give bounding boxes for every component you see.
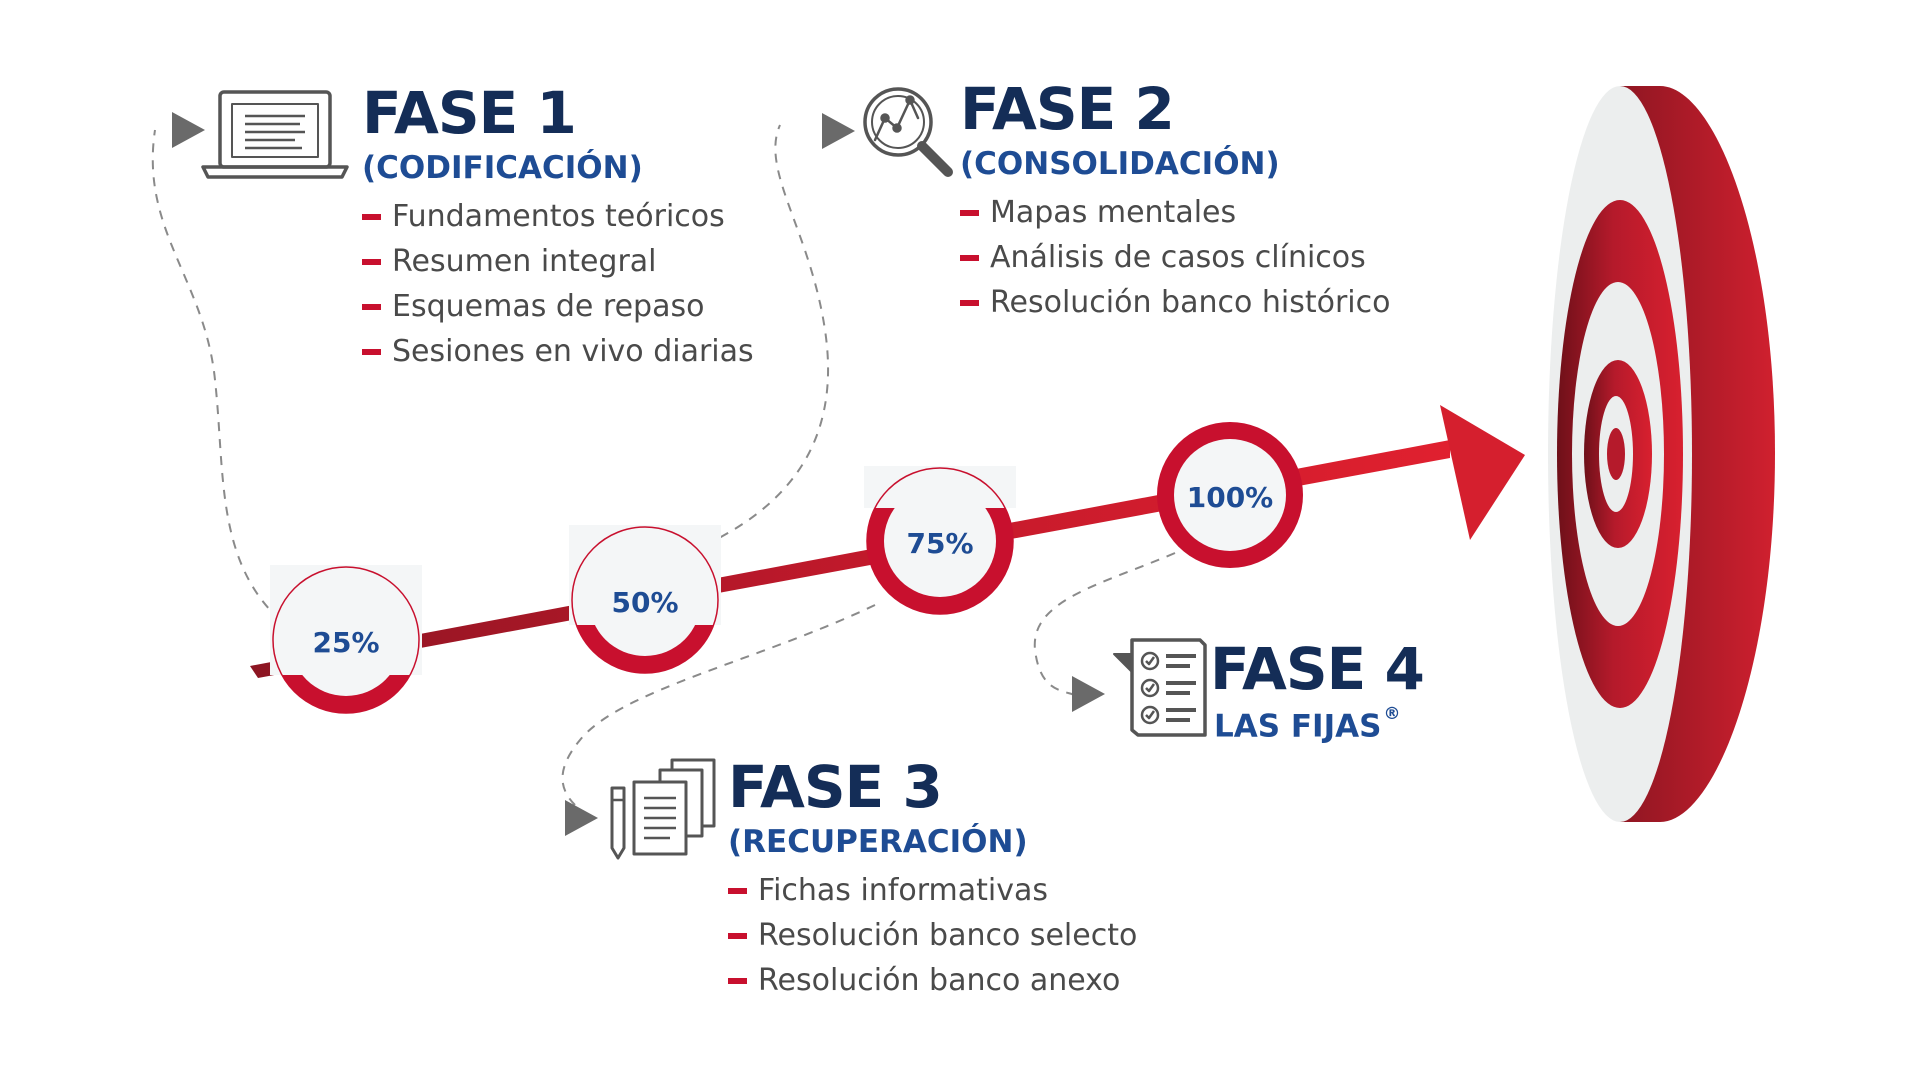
connector-phase1 [151, 129, 281, 621]
phase2-items: Mapas mentales Análisis de casos clínico… [960, 190, 1390, 325]
arrowhead-phase2-icon [822, 113, 855, 149]
dash-bullet [362, 349, 381, 355]
arrowhead-phase3-icon [565, 800, 598, 836]
phase4-block: FASE 4 LAS FIJAS® [1210, 635, 1425, 746]
list-item: Esquemas de repaso [362, 284, 754, 329]
list-item: Sesiones en vivo diarias [362, 329, 754, 374]
list-item: Resumen integral [362, 239, 754, 284]
milestone-75: 75% [864, 466, 1016, 615]
list-item: Resolución banco selecto [728, 913, 1137, 958]
magnifier-chart-icon [863, 87, 953, 177]
phase1-subtitle: (CODIFICACIÓN) [362, 150, 643, 186]
dash-bullet [362, 304, 381, 310]
phase3-title: FASE 3 [728, 753, 943, 821]
progress-arrow-head-icon [1440, 405, 1525, 540]
connector-phase3 [561, 604, 876, 806]
arrowhead-phase4-icon [1072, 676, 1105, 712]
milestone-50: 50% [569, 525, 721, 674]
phase2-title: FASE 2 [960, 75, 1175, 143]
target-icon [1548, 86, 1775, 822]
connector-arrowheads [172, 112, 1105, 836]
milestone-75-label: 75% [906, 527, 973, 560]
list-item: Fundamentos teóricos [362, 194, 754, 239]
connectors [151, 124, 1176, 806]
dash-bullet [960, 300, 979, 306]
dash-bullet [728, 978, 747, 984]
list-item: Análisis de casos clínicos [960, 235, 1390, 280]
phase3-items: Fichas informativas Resolución banco sel… [728, 868, 1137, 1003]
dash-bullet [362, 259, 381, 265]
documents-pen-icon [610, 758, 716, 860]
phase1-title: FASE 1 [362, 79, 577, 147]
phase2-block: FASE 2 (CONSOLIDACIÓN) Mapas mentales An… [960, 80, 1390, 325]
dash-bullet [728, 933, 747, 939]
milestone-25-label: 25% [312, 626, 379, 659]
phase3-block: FASE 3 (RECUPERACIÓN) Fichas informativa… [728, 758, 1137, 1003]
list-item: Resolución banco histórico [960, 280, 1390, 325]
phase1-items: Fundamentos teóricos Resumen integral Es… [362, 194, 754, 374]
phase4-title: FASE 4 [1210, 635, 1425, 703]
phase4-subtitle-row: LAS FIJAS® [1210, 700, 1424, 746]
checklist-icon [1113, 638, 1207, 737]
list-item: Resolución banco anexo [728, 958, 1137, 1003]
phase3-subtitle: (RECUPERACIÓN) [728, 824, 1028, 860]
dash-bullet [960, 255, 979, 261]
phase2-subtitle: (CONSOLIDACIÓN) [960, 146, 1280, 182]
phase4-subtitle: LAS FIJAS [1214, 708, 1382, 745]
dash-bullet [362, 214, 381, 220]
milestone-100-label: 100% [1187, 481, 1274, 514]
milestone-50-label: 50% [611, 586, 678, 619]
connector-phase4 [1033, 552, 1176, 696]
arrowhead-phase1-icon [172, 112, 205, 148]
progress-track [250, 440, 1450, 678]
milestone-100: 100% [1157, 422, 1303, 568]
milestone-25: 25% [270, 565, 422, 714]
laptop-icon [201, 90, 349, 179]
list-item: Mapas mentales [960, 190, 1390, 235]
registered-mark: ® [1383, 704, 1401, 724]
progress-arrow [250, 405, 1525, 678]
dash-bullet [960, 210, 979, 216]
list-item: Fichas informativas [728, 868, 1137, 913]
connector-phase2 [704, 124, 830, 546]
phase1-block: FASE 1 (CODIFICACIÓN) Fundamentos teóric… [362, 84, 754, 374]
dash-bullet [728, 888, 747, 894]
